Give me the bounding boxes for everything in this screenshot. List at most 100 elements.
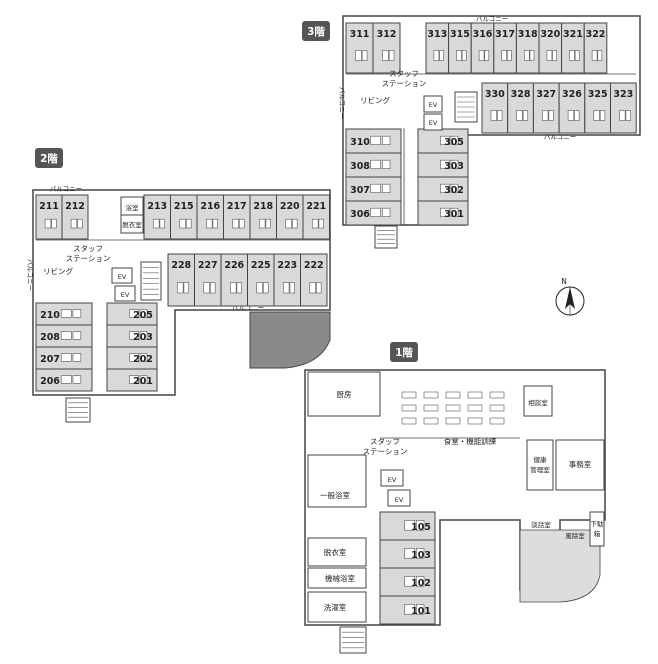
floor-1-dining-table: [467, 404, 483, 412]
floor-2-ev2-box: [114, 285, 136, 302]
floor-1-dressing: 脱衣室: [324, 547, 347, 557]
floor-2-room-228-fixture: [183, 282, 189, 294]
room-number-201: 201: [133, 376, 153, 387]
floor-3-room-328-fixture: [522, 110, 529, 121]
floor-2-room-227: [194, 253, 222, 307]
floor-2-room-212-fixture: [70, 218, 78, 229]
floor-1-windbreak-area: [519, 529, 601, 603]
floor-3-room-325-fixture: [599, 110, 606, 121]
floor-3-room-328-fixture: [516, 110, 523, 121]
room-number-228: 228: [171, 260, 191, 271]
floor-3-badge-bg: [302, 21, 330, 41]
room-number-203: 203: [133, 332, 153, 343]
floor-2-room-221-fixture: [318, 218, 324, 229]
room-number-225: 225: [251, 260, 271, 271]
floor-3-ev1-box: [423, 95, 443, 113]
floor-3-balcony-right: バルコニー: [544, 133, 576, 141]
floor-2-room-220: [276, 194, 304, 240]
floor-2-room-220-fixture: [285, 218, 292, 229]
floor-3-room-317-fixture: [507, 50, 512, 61]
floor-1-room-102-fixture: [415, 576, 425, 587]
floor-1-dining-table: [467, 391, 483, 399]
floor-1-dining-table: [423, 417, 439, 425]
floor-1-bath-box: [307, 454, 367, 508]
floor-2-room-207-fixture: [60, 353, 72, 362]
floor-1-talk: 談話室: [531, 520, 551, 529]
floor-2-room-210-fixture: [60, 309, 72, 318]
floor-3-room-306-fixture: [370, 207, 381, 217]
floor-3-room-301-fixture: [450, 207, 459, 217]
floor-3-room-330-fixture: [490, 110, 497, 121]
room-number-323: 323: [613, 89, 633, 100]
floor-3-room-303-fixture: [440, 159, 450, 169]
room-number-206: 206: [40, 376, 60, 387]
floor-2-badge: 2階: [40, 152, 58, 165]
floor-1-room-101: [379, 595, 436, 625]
floor-3-room-315-fixture: [461, 50, 467, 61]
room-number-218: 218: [253, 201, 273, 212]
floor-1-health-box: [526, 439, 554, 491]
floor-2-room-227-fixture: [210, 282, 216, 294]
floor-3-room-330: [481, 82, 509, 134]
floor-2-room-208-fixture: [60, 331, 72, 340]
floor-1-health-2: 管理室: [530, 465, 550, 474]
floor-1-office-box: [555, 439, 605, 491]
room-number-212: 212: [65, 201, 85, 212]
floor-3-balcony-top: バルコニー: [476, 15, 508, 23]
floor-2-balcony-bottom: バルコニー: [232, 304, 264, 312]
floor-3-room-323-fixture: [619, 110, 626, 121]
room-number-222: 222: [304, 260, 324, 271]
room-number-103: 103: [411, 550, 431, 561]
room-number-216: 216: [200, 201, 220, 212]
floor-2-room-215-fixture: [186, 218, 192, 229]
room-number-208: 208: [40, 332, 60, 343]
floor-3-room-323-fixture: [625, 110, 631, 121]
room-number-102: 102: [411, 578, 431, 589]
room-number-303: 303: [444, 161, 464, 172]
floor-2-room-208-fixture: [72, 331, 82, 340]
floor-3-room-326-fixture: [567, 110, 575, 121]
floor-1-room-101-fixture: [415, 604, 425, 615]
floor-3-room-312-fixture: [388, 50, 395, 61]
floor-2-room-220-fixture: [292, 218, 298, 229]
floor-1-badge-bg: [390, 342, 418, 362]
floor-1-bath: 一般浴室: [320, 490, 350, 500]
room-number-105: 105: [411, 522, 431, 533]
floor-1-laundry-box: [307, 591, 367, 623]
room-number-220: 220: [280, 201, 300, 212]
floor-3-room-322-fixture: [597, 50, 603, 61]
floor-3-room-326: [558, 82, 586, 134]
floor-2-room-213-fixture: [159, 218, 165, 229]
floor-1-kitchen: 厨房: [337, 389, 352, 399]
floor-2-room-215: [170, 194, 198, 240]
floor-2-room-223-fixture: [289, 282, 295, 294]
floor-2-room-213-fixture: [152, 218, 160, 229]
floor-3-room-307-fixture: [370, 183, 381, 193]
floor-2-room-218-fixture: [265, 218, 271, 229]
floor-1-plan: 1階厨房相談室食堂・機能訓練スタッフステーション健康管理室事務室一般浴室EVEV…: [304, 342, 606, 654]
floor-1-dining: 食堂・機能訓練: [444, 436, 497, 446]
floor-2-room-218-fixture: [258, 218, 266, 229]
floor-1-room-103-fixture: [404, 548, 415, 559]
room-number-223: 223: [277, 260, 297, 271]
floor-3-room-313-fixture: [433, 50, 440, 61]
floor-2-room-226-fixture: [236, 282, 242, 294]
floor-1-dining-table: [489, 417, 505, 425]
floor-2-room-225: [247, 253, 275, 307]
floor-1-shoe-2: 箱: [594, 529, 601, 538]
floor-2-dark-area: [249, 311, 331, 369]
floor-1-ev2-box: [387, 489, 411, 507]
floor-2-room-223: [273, 253, 301, 307]
floor-2-staff-2: ステーション: [66, 254, 111, 263]
room-number-328: 328: [511, 89, 531, 100]
floor-3-room-327-fixture: [542, 110, 549, 121]
floor-3-room-321-fixture: [569, 50, 575, 61]
floor-2-room-205-fixture: [139, 309, 148, 318]
floor-3-room-316-fixture: [484, 50, 490, 61]
floor-3-room-318-fixture: [529, 50, 535, 61]
floor-3-room-308-fixture: [381, 159, 391, 169]
floor-2-room-221-fixture: [311, 218, 319, 229]
floor-3-ev2: EV: [429, 119, 438, 127]
floor-3-room-315-fixture: [456, 50, 462, 61]
floor-2-room-202-fixture: [139, 353, 148, 362]
